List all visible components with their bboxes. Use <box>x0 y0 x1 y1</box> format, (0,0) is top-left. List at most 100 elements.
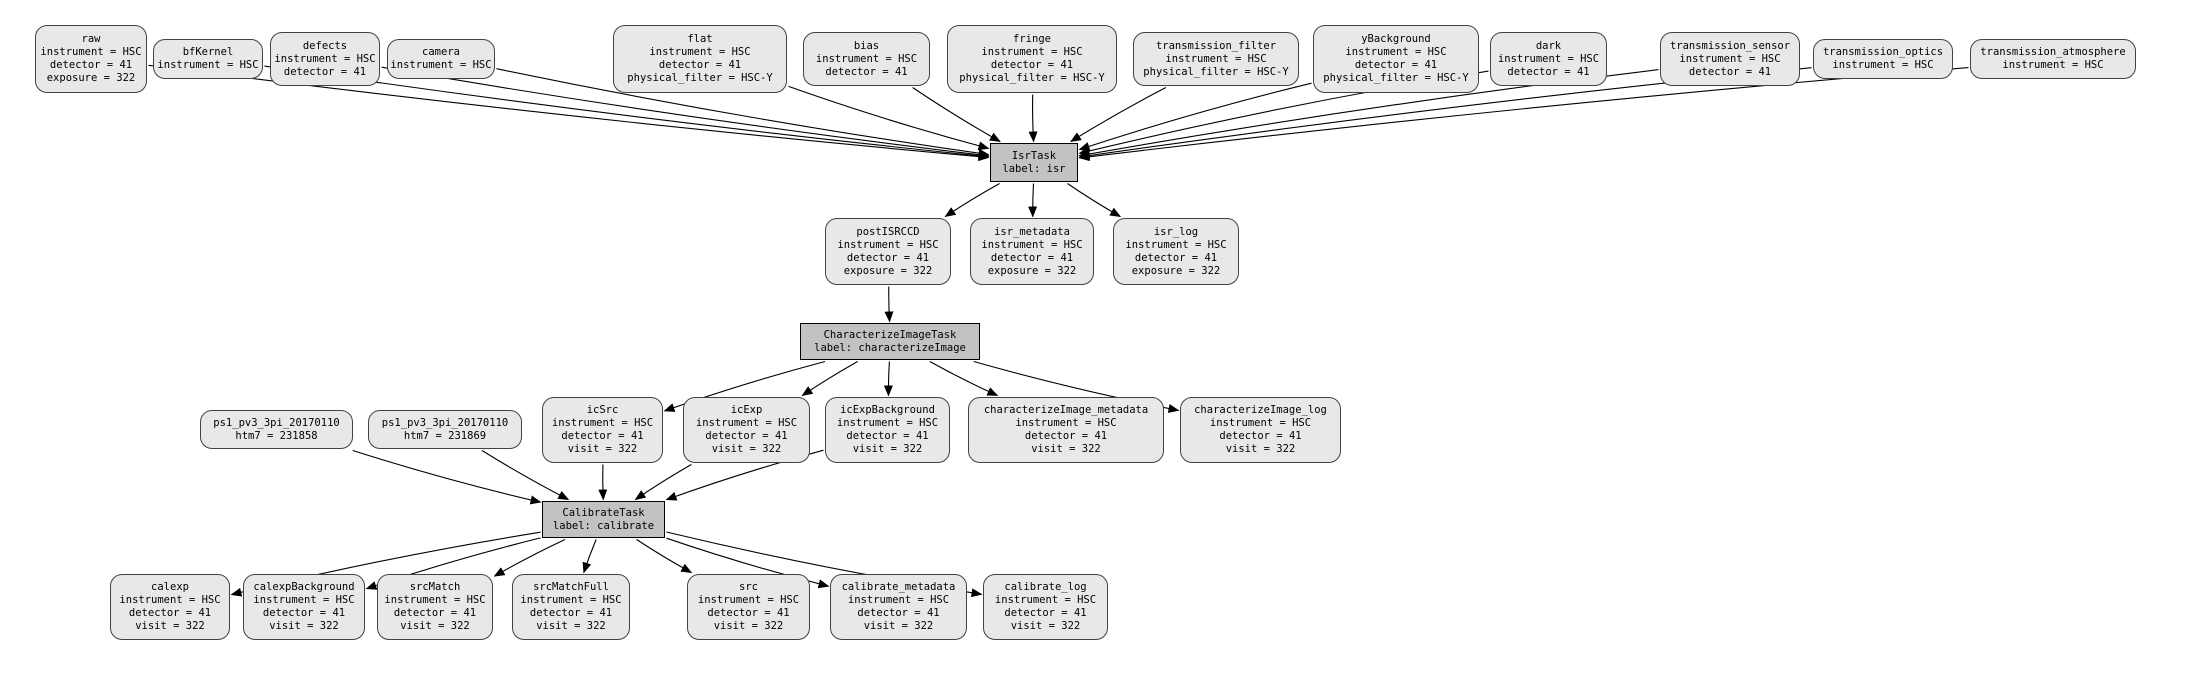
node-dimension: instrument = HSC <box>520 594 622 606</box>
node-dimension: exposure = 322 <box>987 264 1077 277</box>
node-title: isr_metadata <box>994 225 1070 238</box>
node-title: transmission_sensor <box>1669 39 1791 52</box>
node-dimension: detector = 41 <box>705 430 788 442</box>
edge-camera-to-isr <box>496 68 990 158</box>
node-title: postISRCCD <box>856 225 920 238</box>
node-dimension: physical_filter = HSC-Y <box>1323 72 1469 84</box>
node-title: dark <box>1535 39 1562 52</box>
node-title: fringe <box>1013 33 1051 45</box>
node-title: srcMatch <box>409 581 461 593</box>
node-dimension: detector = 41 <box>1219 430 1302 442</box>
node-dimension: visit = 322 <box>400 620 470 632</box>
node-dimension: detector = 41 <box>825 65 908 78</box>
edge-transmission_filter-to-isr <box>1070 87 1167 143</box>
node-dimension: visit = 322 <box>863 620 934 632</box>
node-dimension: instrument = HSC <box>695 417 798 429</box>
node-dimension: detector = 41 <box>857 607 940 619</box>
node-dimension: detector = 41 <box>707 607 790 619</box>
node-dimension: instrument = HSC <box>815 52 918 65</box>
node-dimension: label: characterizeImage <box>814 341 966 354</box>
node-dimension: detector = 41 <box>49 59 133 71</box>
node-title: icExp <box>730 404 763 416</box>
node-dimension: detector = 41 <box>1134 251 1218 264</box>
node-dimension: instrument = HSC <box>157 59 259 71</box>
node-dimension: htm7 = 231858 <box>235 429 318 442</box>
node-dimension: instrument = HSC <box>981 238 1083 251</box>
node-title: transmission_atmosphere <box>1980 46 2126 58</box>
edge-characterizeImage-to-icSrc <box>663 360 826 412</box>
node-title: bfKernel <box>182 46 234 58</box>
node-title: CalibrateTask <box>562 506 645 519</box>
edge-isr-to-postISRCCD <box>944 183 1000 218</box>
node-dimension: htm7 = 231869 <box>403 429 487 442</box>
node-dimension: exposure = 322 <box>46 72 136 84</box>
node-dimension: visit = 322 <box>1031 443 1101 455</box>
node-title: calibrate_metadata <box>841 581 956 593</box>
node-title: raw <box>81 33 101 45</box>
node-title: ps1_pv3_3pi_20170110 <box>213 416 340 429</box>
node-dimension: instrument = HSC <box>649 46 751 58</box>
node-title: calexpBackground <box>253 581 355 593</box>
node-title: isr_log <box>1153 225 1199 238</box>
node-title: transmission_filter <box>1155 39 1277 52</box>
node-dimension: detector = 41 <box>990 59 1074 71</box>
node-dimension: visit = 322 <box>713 620 784 632</box>
node-title: src <box>739 581 758 593</box>
node-title: yBackground <box>1361 33 1431 45</box>
edge-isr-to-isr_log <box>1067 183 1122 217</box>
edge-characterizeImage-to-characterizeImage_metadata <box>929 361 999 397</box>
node-title: calexp <box>151 581 189 593</box>
node-dimension: instrument = HSC <box>1015 417 1117 429</box>
node-dimension: instrument = HSC <box>274 52 376 65</box>
edge-calibrate-to-srcMatch <box>493 539 566 577</box>
node-title: defects <box>302 39 348 52</box>
node-title: calibrate_log <box>1004 581 1087 593</box>
node-dimension: instrument = HSC <box>697 594 800 606</box>
node-dimension: instrument = HSC <box>981 46 1083 58</box>
node-dimension: detector = 41 <box>262 607 346 619</box>
edge-characterizeImage-to-icExp <box>801 361 858 397</box>
edge-raw-to-isr <box>148 64 990 162</box>
node-dimension: visit = 322 <box>135 620 205 632</box>
node-dimension: visit = 322 <box>1225 443 1296 455</box>
node-dimension: detector = 41 <box>990 251 1074 264</box>
node-dimension: instrument = HSC <box>1209 417 1312 429</box>
node-dimension: visit = 322 <box>536 620 606 632</box>
node-dimension: instrument = HSC <box>1679 52 1781 65</box>
node-dimension: visit = 322 <box>711 443 782 455</box>
node-dimension: instrument = HSC <box>994 594 1097 606</box>
node-dimension: detector = 41 <box>393 607 477 619</box>
node-dimension: detector = 41 <box>846 251 930 264</box>
node-dimension: detector = 41 <box>846 430 929 442</box>
node-dimension: visit = 322 <box>269 620 339 632</box>
node-dimension: visit = 322 <box>567 443 638 455</box>
node-dimension: visit = 322 <box>1010 620 1081 632</box>
node-dimension: instrument = HSC <box>1497 52 1600 65</box>
edge-calibrate-to-srcMatchFull <box>582 539 597 574</box>
edge-ps1_231869-to-calibrate <box>481 450 570 500</box>
node-dimension: detector = 41 <box>529 607 613 619</box>
node-dimension: detector = 41 <box>1024 430 1108 442</box>
node-dimension: exposure = 322 <box>843 264 933 277</box>
node-dimension: label: calibrate <box>552 519 655 532</box>
node-title: flat <box>687 33 713 45</box>
